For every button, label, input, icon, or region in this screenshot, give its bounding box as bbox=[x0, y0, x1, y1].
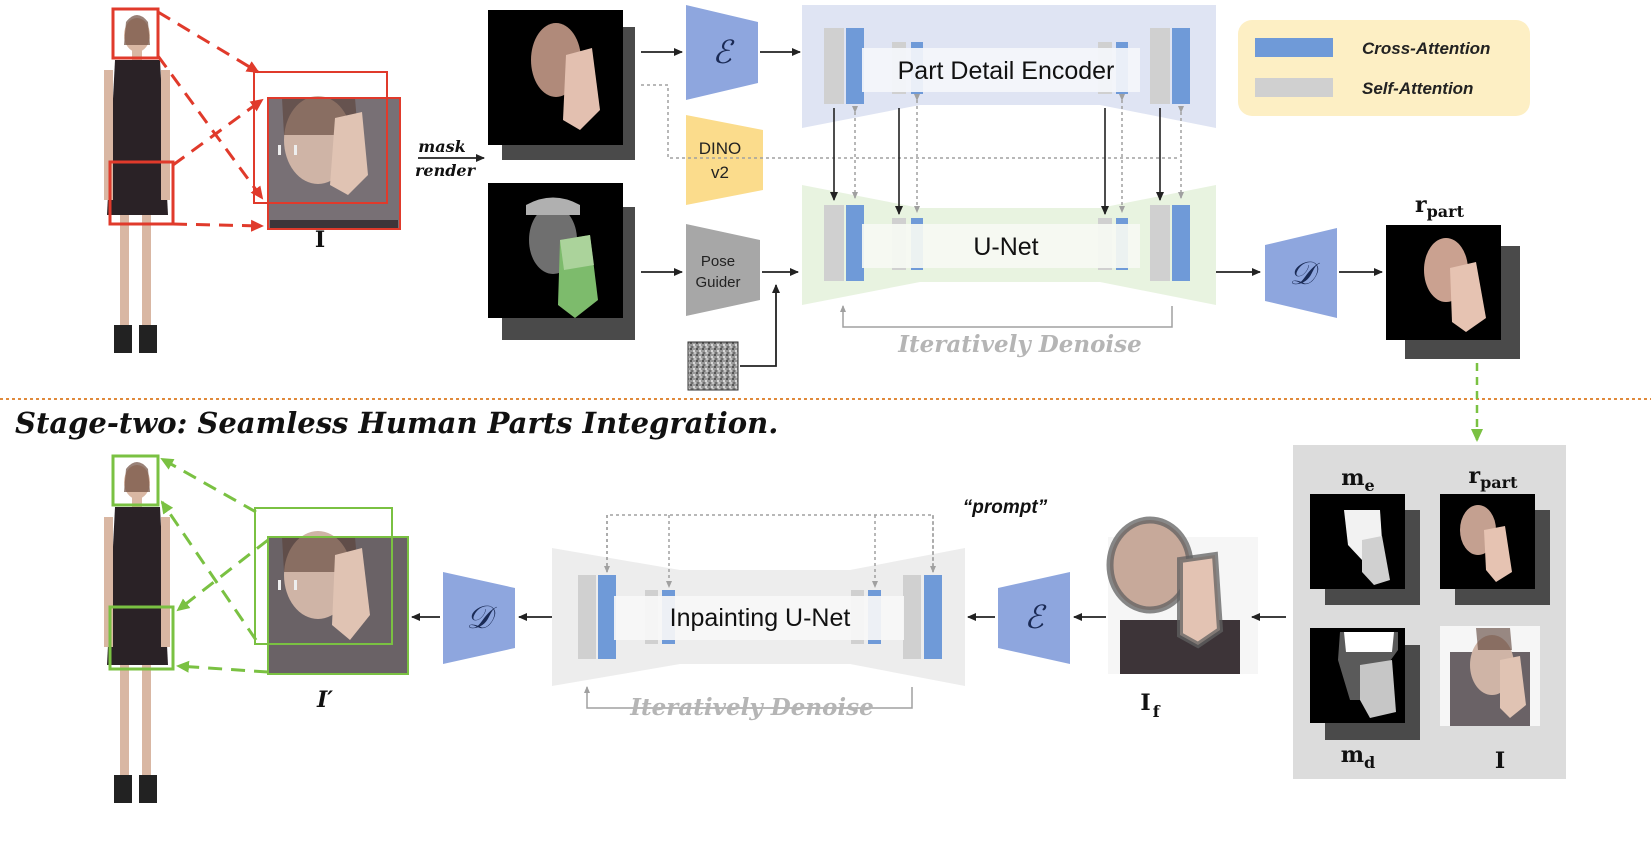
legend-box bbox=[1238, 20, 1530, 116]
iteratively-denoise-label-stage-two: Iteratively Denoise bbox=[629, 694, 873, 721]
render-label: render bbox=[415, 161, 477, 180]
inpainting-unet-label: Inpainting U-Net bbox=[670, 604, 851, 632]
output-image-I-prime bbox=[268, 531, 408, 674]
self-attention-label: Self-Attention bbox=[1362, 79, 1473, 98]
output-image-label: I′ bbox=[316, 687, 333, 713]
encoder-symbol-stage-two: ℰ bbox=[1024, 598, 1047, 636]
vae-encoder-block-stage-two bbox=[998, 572, 1070, 664]
mask-label: mask bbox=[418, 137, 465, 156]
unet-label: U-Net bbox=[973, 233, 1038, 261]
rpart-input-image bbox=[1440, 494, 1550, 605]
denoise-loop-stage-two bbox=[584, 686, 913, 709]
dino-dotted-path bbox=[641, 84, 1180, 159]
original-image-label: I bbox=[1495, 748, 1505, 774]
crop-arrow bbox=[172, 219, 264, 232]
self-attention-swatch bbox=[1255, 78, 1333, 97]
hand-crop-box bbox=[108, 160, 175, 226]
md-label: md bbox=[1341, 742, 1375, 772]
vae-encoder-block bbox=[686, 5, 758, 100]
original-image-I bbox=[1440, 626, 1540, 726]
encoder-symbol: ℰ bbox=[712, 33, 735, 71]
paste-arrow bbox=[176, 660, 269, 674]
masked-parts-image bbox=[488, 10, 635, 160]
vae-decoder-block bbox=[1265, 228, 1337, 318]
paste-arrow bbox=[160, 457, 257, 514]
crop-arrow bbox=[172, 98, 264, 167]
rpart-label: rpart bbox=[1415, 192, 1465, 221]
rpart-output-image bbox=[1386, 225, 1520, 359]
vae-decoder-block-stage-two bbox=[443, 572, 515, 664]
fused-image-If bbox=[1106, 516, 1258, 674]
paste-arrow bbox=[160, 500, 258, 641]
dino-v2-block bbox=[686, 115, 763, 205]
paste-arrow bbox=[176, 538, 269, 612]
pose-render-image bbox=[488, 183, 635, 340]
guider-label: Guider bbox=[695, 274, 740, 291]
dilated-mask-md bbox=[1310, 628, 1420, 740]
rpart-label-stage-two: rpart bbox=[1469, 463, 1519, 492]
edge-mask-me bbox=[1310, 494, 1420, 605]
iteratively-denoise-label: Iteratively Denoise bbox=[897, 331, 1141, 358]
crop-arrow bbox=[157, 10, 260, 74]
person-figure-bottom bbox=[104, 462, 170, 803]
crop-arrow bbox=[156, 55, 264, 200]
pose-guider-block bbox=[686, 224, 760, 316]
dino-label: DINO bbox=[699, 139, 742, 158]
prompt-path-outer bbox=[606, 514, 934, 572]
denoise-loop bbox=[840, 305, 1173, 328]
noise-input bbox=[687, 341, 739, 391]
person-figure-top bbox=[104, 15, 170, 353]
prompt-label: “prompt” bbox=[963, 497, 1048, 518]
dino-version-label: v2 bbox=[711, 163, 729, 182]
pose-label: Pose bbox=[701, 253, 735, 270]
cross-attention-swatch bbox=[1255, 38, 1333, 57]
stage-two-title: Stage-two: Seamless Human Parts Integrat… bbox=[15, 406, 778, 440]
noise-arrow bbox=[740, 284, 780, 367]
stage-one-image-label: I bbox=[315, 227, 325, 253]
cropped-image-I bbox=[268, 96, 400, 229]
face-paste-box bbox=[111, 454, 160, 507]
face-crop-box bbox=[111, 7, 160, 60]
me-label: me bbox=[1341, 465, 1374, 495]
hand-paste-box bbox=[108, 605, 175, 671]
part-detail-encoder-label: Part Detail Encoder bbox=[898, 57, 1115, 85]
cross-attention-label: Cross-Attention bbox=[1362, 39, 1490, 58]
